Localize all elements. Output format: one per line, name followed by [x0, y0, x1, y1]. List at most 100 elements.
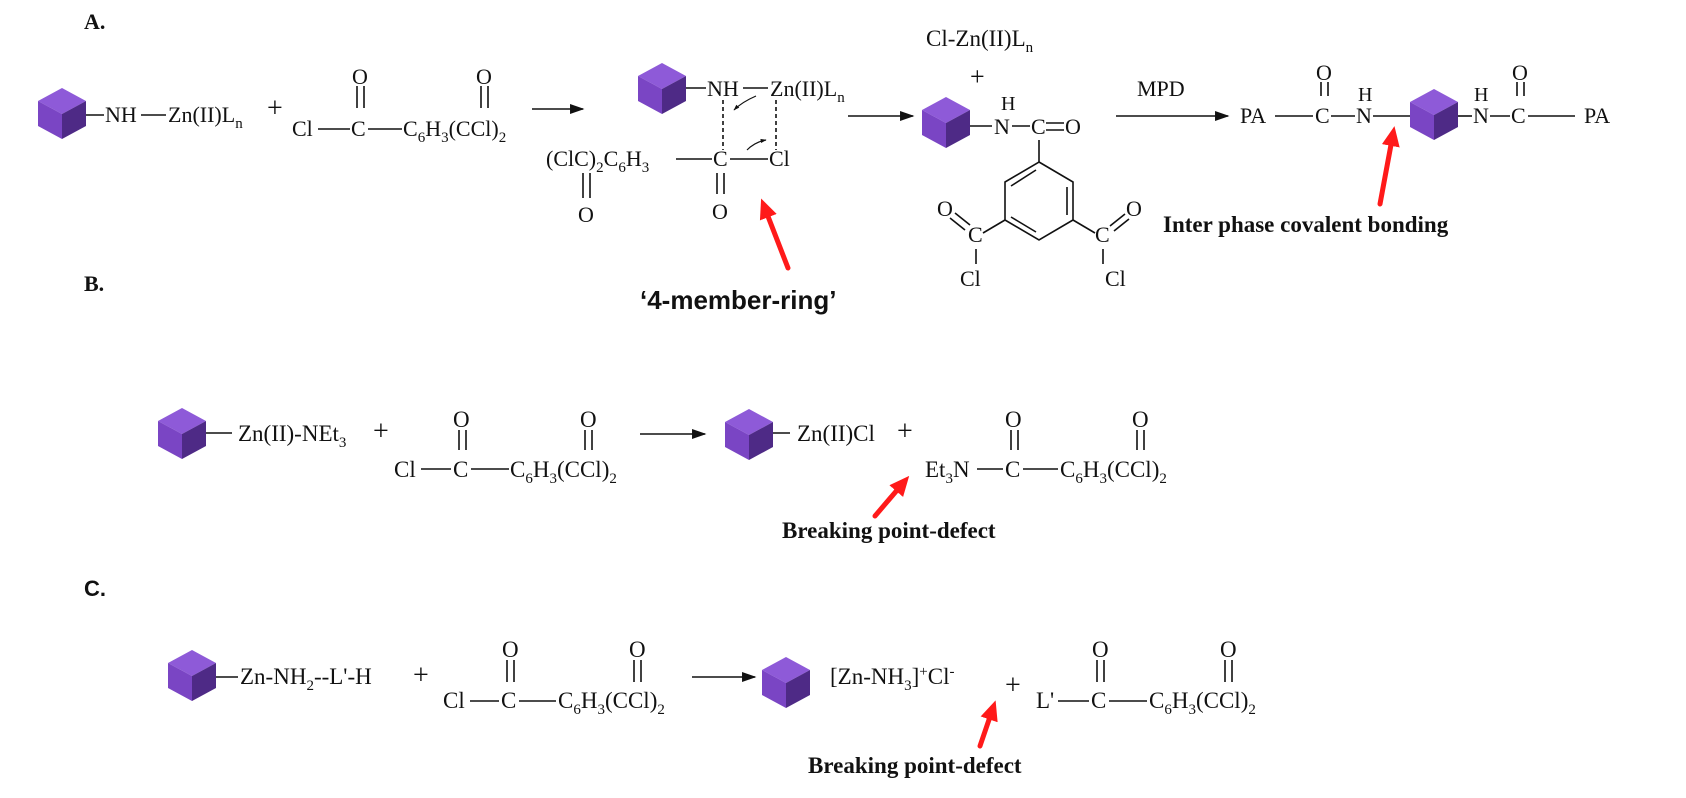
svg-text:Cl: Cl: [769, 146, 790, 171]
svg-text:H: H: [1358, 84, 1372, 106]
svg-text:O: O: [712, 199, 728, 224]
acyl-chloride-b: Cl C O C6H3(CCl)2 O: [394, 407, 617, 487]
svg-text:Cl: Cl: [394, 457, 416, 482]
svg-text:O: O: [1512, 60, 1528, 85]
purple-cube-icon: [922, 97, 970, 148]
svg-text:O: O: [1092, 637, 1109, 662]
svg-text:C: C: [713, 146, 728, 171]
quaternary-ammonium-acyl: Et3N C O C6H3(CCl)2 O: [925, 407, 1167, 487]
svg-text:C: C: [1511, 103, 1526, 128]
svg-text:+: +: [970, 62, 985, 91]
svg-text:Zn-NH2--L'-H: Zn-NH2--L'-H: [240, 664, 372, 694]
svg-text:PA: PA: [1584, 103, 1610, 128]
svg-text:O: O: [476, 64, 492, 89]
svg-text:C: C: [1005, 457, 1020, 482]
arrow-reagent-mpd: MPD: [1137, 76, 1185, 101]
svg-text:C6H3(CCl)2: C6H3(CCl)2: [1060, 457, 1167, 487]
svg-text:Cl: Cl: [960, 266, 981, 291]
panel-label-b: B.: [84, 271, 104, 296]
interphase-note: Inter phase covalent bonding: [1163, 212, 1449, 237]
svg-text:Cl: Cl: [443, 688, 465, 713]
svg-text:O: O: [1220, 637, 1237, 662]
breaking-defect-note-c: Breaking point-defect: [808, 753, 1022, 778]
svg-text:Cl: Cl: [292, 116, 313, 141]
four-member-ring-intermediate: NH Zn(II)Ln (ClC)2C6H3 C Cl O O: [546, 76, 845, 227]
product-ammonium-chloride: [Zn-NH3]+Cl-: [830, 664, 954, 694]
svg-text:O: O: [502, 637, 519, 662]
svg-text:NH: NH: [105, 102, 137, 127]
reactant-zn-triethylamine: Zn(II)-NEt3: [206, 421, 346, 451]
svg-text:+: +: [373, 416, 389, 447]
purple-cube-icon: [638, 63, 686, 114]
svg-text:C6H3(CCl)2: C6H3(CCl)2: [403, 116, 506, 146]
purple-cube-icon: [38, 88, 86, 139]
panel-c-scheme: Zn-NH2--L'-H + Cl C O C6H3(CCl)2 O [Zn-N…: [168, 637, 1256, 778]
svg-text:O: O: [1005, 407, 1022, 432]
purple-cube-icon: [158, 408, 206, 459]
svg-text:C: C: [453, 457, 468, 482]
svg-text:O: O: [578, 202, 594, 227]
svg-text:O: O: [1065, 114, 1081, 139]
svg-text:+: +: [897, 416, 913, 447]
polyamide-right-arm: N H C O PA: [1458, 60, 1610, 128]
svg-text:H: H: [1474, 84, 1488, 106]
svg-text:Zn(II)Cl: Zn(II)Cl: [797, 421, 875, 446]
red-arrow-icon: [759, 198, 791, 271]
acyl-chloride-c: Cl C O C6H3(CCl)2 O: [443, 637, 665, 718]
purple-cube-icon: [725, 409, 773, 460]
reactant-zn-amine-ligand: Zn-NH2--L'-H: [216, 664, 372, 694]
svg-text:+: +: [267, 93, 283, 124]
svg-text:O: O: [1316, 60, 1332, 85]
svg-text:O: O: [1132, 407, 1149, 432]
svg-text:C6H3(CCl)2: C6H3(CCl)2: [510, 457, 617, 487]
red-arrow-icon: [872, 475, 910, 519]
svg-text:(ClC)2C6H3: (ClC)2C6H3: [546, 146, 649, 176]
purple-cube-icon: [762, 657, 810, 708]
product-zncl-b: Zn(II)Cl: [773, 421, 875, 446]
svg-text:PA: PA: [1240, 103, 1266, 128]
svg-text:N: N: [1356, 103, 1372, 128]
panel-label-c: C.: [84, 576, 106, 601]
svg-text:C6H3(CCl)2: C6H3(CCl)2: [558, 688, 665, 718]
ring-note: ‘4-member-ring’: [640, 285, 837, 315]
svg-text:C: C: [351, 116, 366, 141]
panel-b-scheme: Zn(II)-NEt3 + Cl C O C6H3(CCl)2 O Zn(II)…: [158, 407, 1167, 543]
polyamide-crosslinked-product: PA C O N H: [1240, 60, 1410, 128]
svg-text:L': L': [1036, 688, 1054, 713]
svg-text:C: C: [968, 222, 983, 247]
svg-text:Zn(II)-NEt3: Zn(II)-NEt3: [238, 421, 346, 451]
svg-text:N: N: [994, 114, 1010, 139]
svg-text:N: N: [1473, 103, 1489, 128]
grafted-trimesoyl-product: H N C O C O Cl C O: [937, 93, 1142, 291]
svg-text:C: C: [1095, 222, 1110, 247]
svg-text:Et3N: Et3N: [925, 457, 970, 487]
svg-text:C: C: [1031, 114, 1046, 139]
svg-text:Zn(II)Ln: Zn(II)Ln: [770, 76, 845, 106]
red-arrow-icon: [977, 700, 998, 749]
svg-text:O: O: [453, 407, 470, 432]
breaking-defect-note-b: Breaking point-defect: [782, 518, 996, 543]
svg-text:Zn(II)Ln: Zn(II)Ln: [168, 102, 243, 132]
acyl-chloride-a: Cl C O C6H3(CCl)2 O: [292, 64, 506, 146]
svg-text:O: O: [580, 407, 597, 432]
panel-a-scheme: NH Zn(II)Ln + Cl C O C6H3(CCl)2 O NH: [38, 26, 1610, 315]
byproduct-clzn: Cl-Zn(II)Ln: [926, 26, 1034, 56]
purple-cube-icon: [168, 650, 216, 701]
svg-text:O: O: [937, 196, 953, 221]
ligand-acyl-product: L' C O C6H3(CCl)2 O: [1036, 637, 1256, 718]
svg-text:Cl: Cl: [1105, 266, 1126, 291]
panel-label-a: A.: [84, 9, 105, 34]
svg-text:C: C: [1091, 688, 1106, 713]
svg-text:NH: NH: [707, 76, 739, 101]
svg-text:O: O: [1126, 196, 1142, 221]
svg-text:C: C: [501, 688, 516, 713]
svg-text:C6H3(CCl)2: C6H3(CCl)2: [1149, 688, 1256, 718]
purple-cube-icon: [1410, 89, 1458, 140]
svg-text:+: +: [1005, 670, 1021, 701]
red-arrow-icon: [1377, 126, 1400, 207]
reactant-zn-amine: NH Zn(II)Ln: [86, 102, 243, 132]
svg-text:O: O: [629, 637, 646, 662]
svg-text:C: C: [1315, 103, 1330, 128]
svg-text:O: O: [352, 64, 368, 89]
